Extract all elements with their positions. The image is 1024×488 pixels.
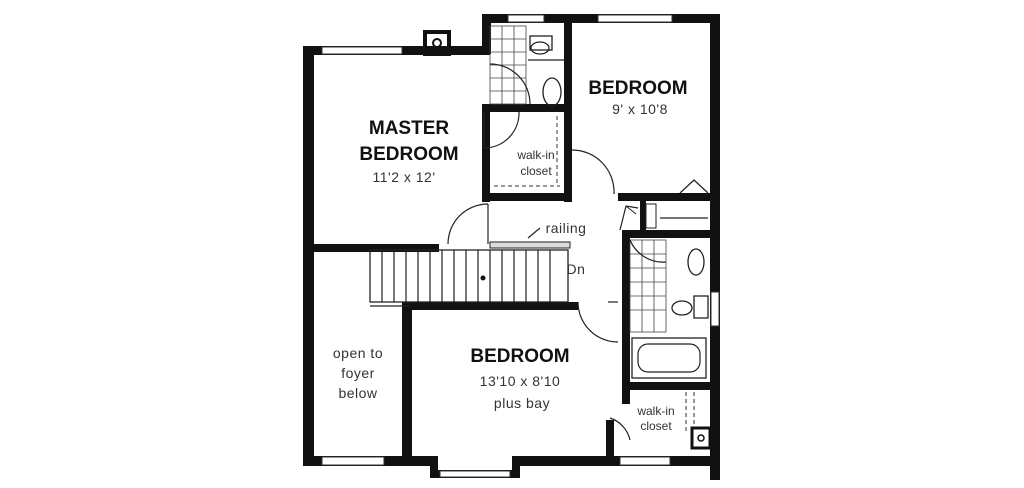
open-to-foyer-label: open to foyer below <box>333 345 383 401</box>
bottom-closet-label: walk-in closet <box>636 404 674 433</box>
windows <box>321 14 720 478</box>
open-area-line1: open to <box>333 345 383 361</box>
master-closet-line2: closet <box>520 164 552 178</box>
top-bedroom-size: 9' x 10'8 <box>612 101 668 117</box>
bottom-closet-line2: closet <box>640 419 672 433</box>
door-swings <box>447 149 631 441</box>
stair-labels: railing Dn <box>546 220 587 277</box>
master-bedroom-name-line1: MASTER <box>369 118 450 139</box>
bottom-bedroom-label: BEDROOM 13'10 x 8'10 plus bay <box>470 346 569 411</box>
stair-direction-label: Dn <box>567 261 586 277</box>
bottom-closet-line1: walk-in <box>636 404 674 418</box>
hall-bath <box>629 239 709 379</box>
master-closet-line1: walk-in <box>516 148 554 162</box>
bottom-bedroom-size: 13'10 x 8'10 <box>480 373 561 389</box>
master-bedroom-name-line2: BEDROOM <box>359 144 458 165</box>
interior-walls <box>303 22 718 460</box>
open-area-line2: foyer <box>341 365 375 381</box>
flue-boxes <box>423 30 712 450</box>
master-bedroom-label: MASTER BEDROOM 11'2 x 12' <box>359 118 458 185</box>
master-bedroom-size: 11'2 x 12' <box>372 169 435 185</box>
staircase <box>369 227 571 307</box>
railing-label: railing <box>546 220 587 236</box>
top-bedroom-name: BEDROOM <box>588 78 687 99</box>
top-bedroom-label: BEDROOM 9' x 10'8 <box>588 78 687 117</box>
bottom-bedroom-name: BEDROOM <box>470 346 569 367</box>
master-closet-shelves <box>483 111 560 187</box>
bottom-bedroom-note: plus bay <box>494 395 550 411</box>
top-bedroom-closet <box>619 179 709 231</box>
bottom-closet-shelves <box>685 392 695 432</box>
master-bath-tile <box>489 25 564 107</box>
open-area-line3: below <box>338 385 377 401</box>
master-closet-label: walk-in closet <box>516 148 554 178</box>
